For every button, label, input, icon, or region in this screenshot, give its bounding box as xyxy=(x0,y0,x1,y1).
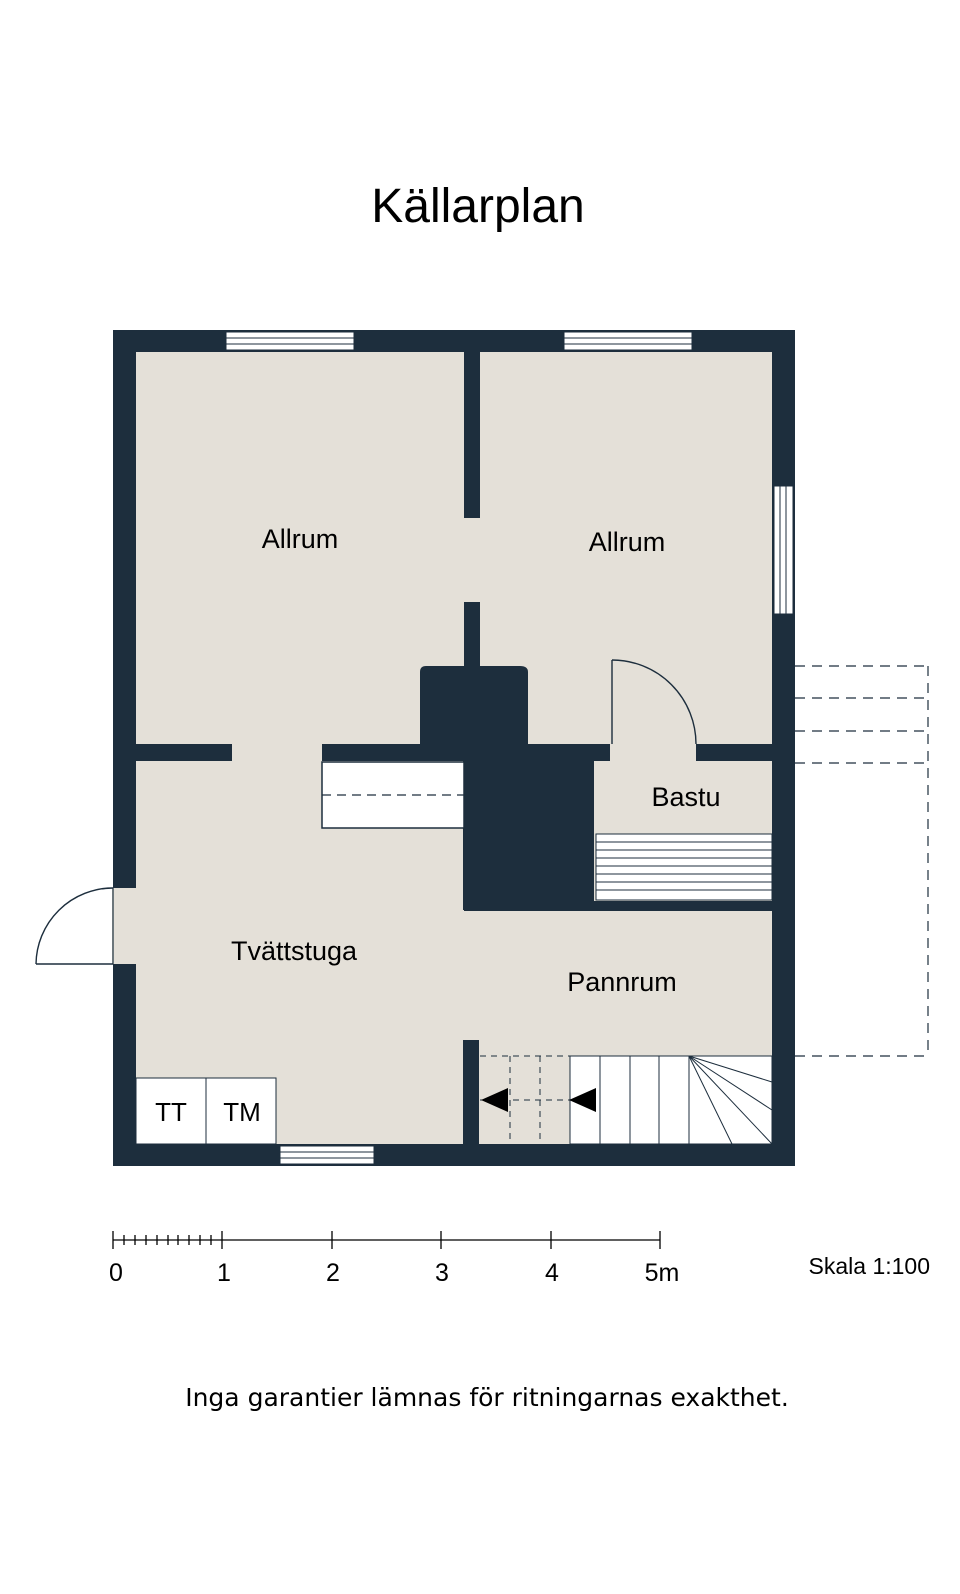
stair-arrow-icon xyxy=(569,1088,596,1112)
appliance-tm-box xyxy=(205,1077,277,1145)
scale-tick-label: 0 xyxy=(109,1259,123,1287)
room-label-allrum-left: Allrum xyxy=(262,524,339,554)
window-top-right xyxy=(563,331,693,351)
floor-doorway-middle xyxy=(463,518,481,602)
stair-arrow-icon xyxy=(481,1088,508,1112)
floor-allrum-right xyxy=(480,352,772,744)
disclaimer: Inga garantier lämnas för ritningarnas e… xyxy=(185,1383,789,1412)
floor-allrum-left xyxy=(136,352,464,744)
window-right xyxy=(773,485,794,615)
appliance-tt-label: TT xyxy=(155,1097,187,1127)
plan-title: Källarplan xyxy=(371,180,584,233)
scale-tick-label: 4 xyxy=(545,1259,559,1287)
room-label-bastu: Bastu xyxy=(651,782,720,812)
chimney-core xyxy=(420,666,610,910)
wall-stair-divider xyxy=(463,1040,479,1144)
bastu-door xyxy=(611,659,697,745)
room-label-allrum-right: Allrum xyxy=(589,527,666,557)
exterior-dashed-outline xyxy=(795,665,929,1057)
window-bottom xyxy=(279,1145,375,1165)
floor-doorway-lower xyxy=(232,743,322,762)
scale-tick-label: 2 xyxy=(326,1259,340,1287)
appliance-tm-label: TM xyxy=(223,1097,261,1127)
exterior-door-left xyxy=(35,887,137,965)
floor-bastu-door xyxy=(610,743,696,762)
stairs-lower xyxy=(480,1055,773,1145)
appliances: TT TM xyxy=(135,1077,277,1145)
bastu-benches xyxy=(595,833,773,901)
scale-tick-label: 1 xyxy=(217,1259,231,1287)
scale-bar xyxy=(112,1231,661,1249)
room-label-tvattstuga: Tvättstuga xyxy=(231,936,358,966)
scale-tick-label: 5m xyxy=(645,1259,680,1287)
scale-tick-label: 3 xyxy=(435,1259,449,1287)
appliance-tt-box xyxy=(135,1077,207,1145)
window-top-left xyxy=(225,331,355,351)
room-label-pannrum: Pannrum xyxy=(567,967,677,997)
scale-text: Skala 1:100 xyxy=(809,1253,930,1279)
